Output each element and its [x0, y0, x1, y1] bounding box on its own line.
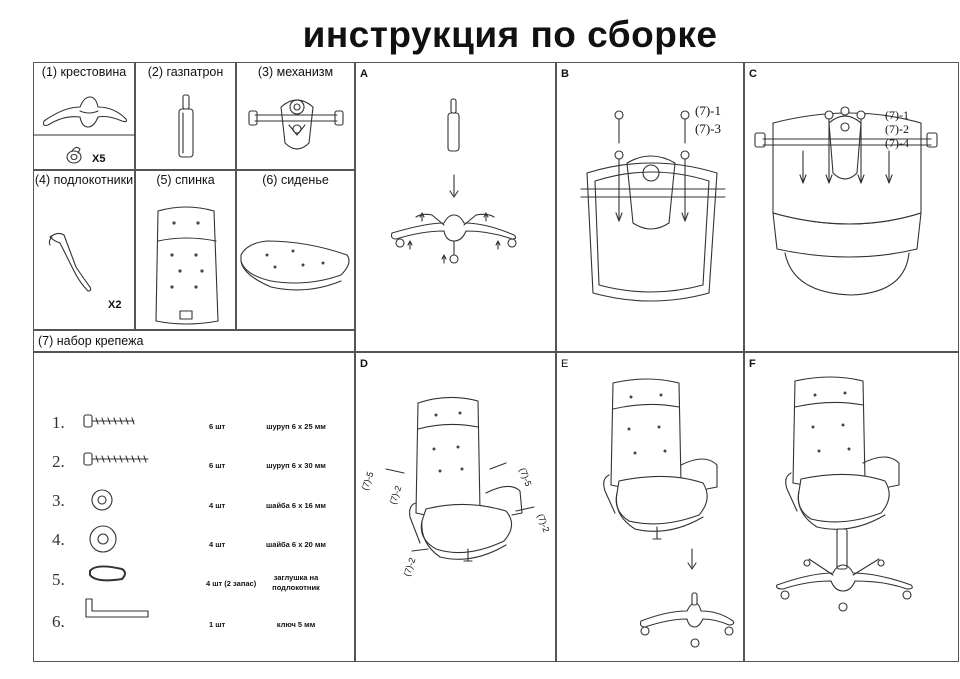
hardware-number: 2. — [52, 452, 65, 471]
callout: (7)-4 — [885, 136, 909, 150]
part-mechanism-cell: (3) механизм — [236, 62, 355, 170]
hardware-desc: ключ 5 мм — [276, 620, 316, 629]
step-label: D — [360, 358, 368, 370]
callout: (7)-2 — [885, 122, 909, 136]
hardware-count: 1 шт — [209, 620, 226, 629]
part-base-cell: (1) крестовина X5 — [33, 62, 137, 170]
part-label: (2) газпатрон — [147, 65, 224, 79]
hardware-count: 4 шт — [209, 501, 226, 510]
step-b-panel: B (7)-1 (7)-3 — [556, 62, 744, 352]
hardware-desc: шуруп 6 х 30 мм — [266, 461, 326, 470]
step-label: B — [561, 68, 569, 80]
hardware-number: 5. — [52, 570, 65, 589]
armrest-cap-icon — [89, 565, 126, 582]
hardware-count: 6 шт — [209, 461, 226, 470]
part-label: (6) сиденье — [262, 173, 329, 187]
hardware-desc: шайба 6 х 20 мм — [266, 540, 326, 549]
hardware-desc: заглушка на подлокотник — [272, 573, 320, 592]
hardware-count: 4 шт — [209, 540, 226, 549]
step-label: C — [749, 68, 757, 80]
part-label: (1) крестовина — [41, 65, 127, 79]
step-d-panel: D (7)-5 (7)-2 (7)-5 (7)-2 (7)-2 — [355, 352, 556, 662]
hardware-number: 4. — [52, 530, 65, 549]
step-c-drawing — [754, 106, 938, 296]
screw-30-icon — [83, 452, 149, 466]
step-b-drawing — [580, 110, 726, 302]
washer-20-icon — [89, 525, 117, 553]
caster-wheel-icon — [66, 146, 82, 164]
part-label: (4) подлокотники — [34, 173, 134, 187]
step-label: A — [360, 68, 368, 80]
callout: (7)-3 — [695, 121, 721, 136]
five-star-base-icon — [33, 96, 137, 136]
step-a-panel: A — [355, 62, 556, 352]
base-qty: X5 — [92, 153, 106, 165]
hardware-title: (7) набор крепежа — [38, 334, 144, 348]
backrest-icon — [155, 206, 219, 325]
part-label: (5) спинка — [156, 173, 215, 187]
gas-lift-icon — [178, 94, 194, 158]
part-armrest-cell: (4) подлокотники X2 — [33, 170, 135, 330]
armrest-icon — [48, 232, 92, 292]
step-c-panel: C (7)-1 (7)-2 (7)-4 — [744, 62, 959, 352]
hex-key-icon — [85, 598, 149, 618]
tilt-mechanism-icon — [248, 99, 344, 150]
instruction-grid: (1) крестовина X5 (2) газпатрон (3) меха… — [33, 62, 959, 662]
step-f-drawing — [776, 376, 913, 612]
step-e-drawing — [603, 378, 735, 648]
hardware-desc: шайба 6 х 16 мм — [266, 501, 326, 510]
seat-cushion-icon — [240, 240, 350, 291]
hardware-count: 6 шт — [209, 422, 226, 431]
step-label: F — [749, 358, 756, 370]
hardware-desc: шуруп 6 х 25 мм — [266, 422, 326, 431]
hardware-number: 1. — [52, 413, 65, 432]
page-title: инструкция по сборке — [302, 14, 718, 55]
part-gaslift-cell: (2) газпатрон — [135, 62, 236, 170]
part-seat-cell: (6) сиденье — [236, 170, 355, 330]
step-label: E — [561, 358, 569, 370]
step-a-drawing — [390, 98, 517, 264]
part-backrest-cell: (5) спинка — [135, 170, 236, 330]
part-label: (3) механизм — [257, 65, 334, 79]
armrest-qty: X2 — [108, 299, 122, 311]
hardware-number: 6. — [52, 612, 65, 631]
hardware-list-cell: 1. 2. 3. 4. 5. 6. 6 шт 6 шт 4 шт 4 шт 4 … — [33, 352, 355, 662]
hardware-count: 4 шт (2 запас) — [206, 579, 257, 588]
step-d-drawing — [385, 396, 535, 562]
callout: (7)-1 — [695, 103, 721, 118]
step-e-panel: E — [556, 352, 744, 662]
hardware-number: 3. — [52, 491, 65, 510]
screw-25-icon — [83, 414, 135, 428]
washer-16-icon — [91, 489, 113, 511]
step-f-panel: F — [744, 352, 959, 662]
callout: (7)-1 — [885, 108, 909, 122]
hardware-title-cell: (7) набор крепежа — [33, 330, 355, 352]
